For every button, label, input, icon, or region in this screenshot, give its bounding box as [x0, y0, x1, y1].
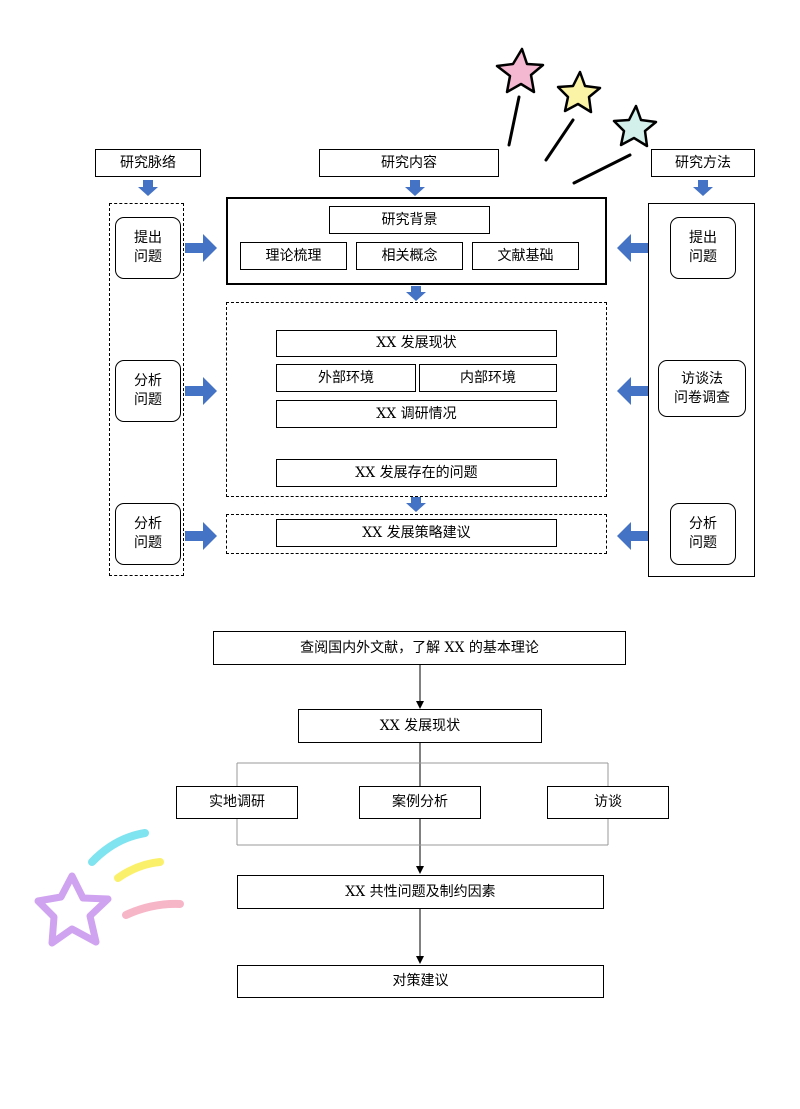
related-concepts-box: 相关概念 [356, 242, 463, 270]
problems-box: XX 发展存在的问题 [276, 459, 557, 487]
decorative-stars-top [495, 47, 658, 185]
left-step-3-label: 分析 问题 [134, 516, 162, 551]
flow-current-status-box: XX 发展现状 [298, 709, 542, 743]
literature-basis-box: 文献基础 [472, 242, 579, 270]
theory-review-box: 理论梳理 [240, 242, 347, 270]
right-method-1: 提出 问题 [670, 217, 736, 279]
column-head-left: 研究脉络 [95, 149, 201, 177]
current-status-box: XX 发展现状 [276, 330, 557, 357]
right-method-2: 访谈法 问卷调查 [658, 360, 746, 417]
right-method-3: 分析 问题 [670, 503, 736, 565]
countermeasure-box: 对策建议 [237, 965, 604, 998]
left-step-1: 提出 问题 [115, 217, 181, 279]
down-arrow-icon [693, 180, 713, 196]
top-arrows-layer [138, 180, 713, 550]
right-arrow-icon [185, 234, 217, 262]
right-arrow-icon [185, 522, 217, 550]
left-step-1-label: 提出 问题 [134, 230, 162, 265]
right-arrow-icon [185, 377, 217, 405]
interview-box: 访谈 [547, 786, 669, 819]
case-analysis-box: 案例分析 [359, 786, 481, 819]
common-problems-box: XX 共性问题及制约因素 [237, 875, 604, 909]
column-head-right: 研究方法 [651, 149, 755, 177]
left-arrow-icon [617, 522, 648, 550]
content-block-3-frame [226, 514, 607, 554]
survey-box: XX 调研情况 [276, 400, 557, 428]
left-step-2-label: 分析 问题 [134, 373, 162, 408]
purple-star-icon [34, 872, 112, 947]
field-research-box: 实地调研 [176, 786, 298, 819]
yellow-star-icon [556, 70, 602, 114]
down-arrow-icon [406, 286, 426, 301]
research-background-box: 研究背景 [329, 206, 490, 234]
right-column-frame [648, 203, 755, 577]
literature-review-box: 查阅国内外文献，了解 XX 的基本理论 [213, 631, 626, 665]
right-method-3-label: 分析 问题 [689, 516, 717, 551]
left-step-2: 分析 问题 [115, 360, 181, 422]
left-arrow-icon [617, 234, 648, 262]
down-arrow-icon [138, 180, 158, 196]
left-column-frame [109, 203, 184, 576]
left-step-3: 分析 问题 [115, 503, 181, 565]
content-block-1-frame [226, 197, 607, 285]
strategy-suggestion-box: XX 发展策略建议 [276, 519, 557, 547]
left-arrow-icon [617, 377, 648, 405]
content-block-2-frame [226, 302, 607, 497]
right-method-1-label: 提出 问题 [689, 230, 717, 265]
internal-env-box: 内部环境 [419, 364, 557, 392]
mint-star-icon [612, 104, 658, 148]
pink-star-icon [495, 47, 545, 94]
right-method-2-label: 访谈法 问卷调查 [674, 370, 730, 406]
external-env-box: 外部环境 [276, 364, 416, 392]
column-head-center: 研究内容 [319, 149, 499, 177]
down-arrow-icon [405, 180, 425, 196]
down-arrow-icon [406, 497, 426, 512]
